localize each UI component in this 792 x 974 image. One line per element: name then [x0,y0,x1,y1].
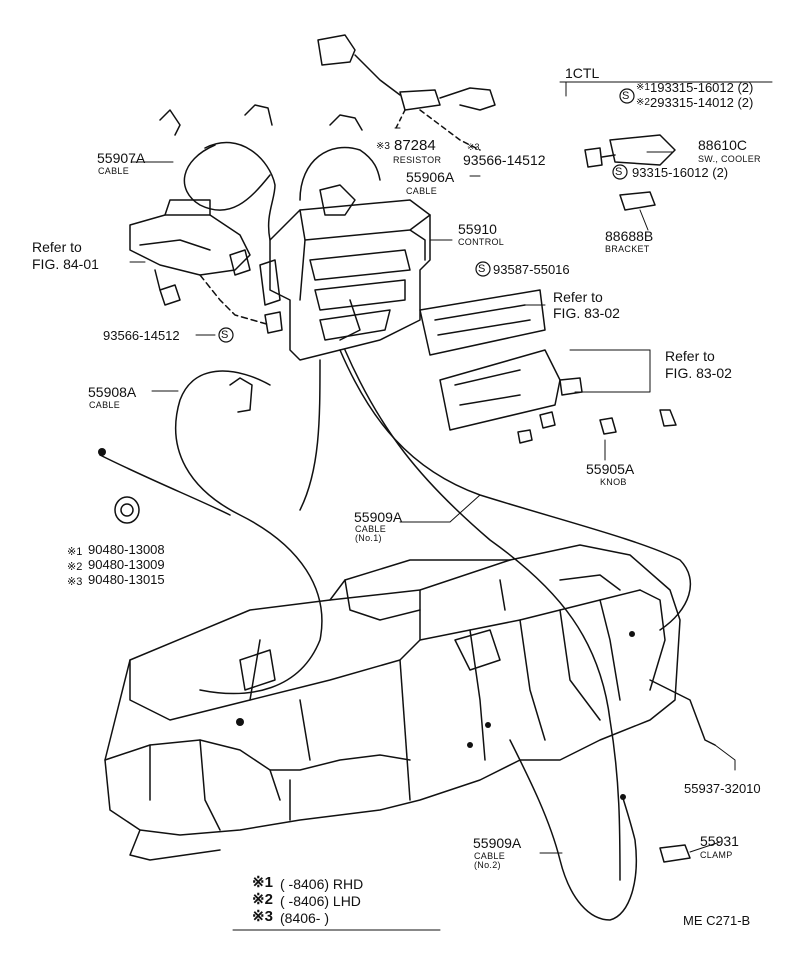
part-number-193315: 193315-16012 (2) [650,80,754,95]
part-name-87284: RESISTOR [393,155,442,165]
part-number-55909A-no2: 55909A [473,835,522,851]
legend-mark: ※2 [252,891,273,908]
legend-mark: ※1 [252,874,273,891]
reference-fig83a-line2: FIG. 83-02 [553,305,620,321]
part-number-55905A: 55905A [586,461,635,477]
part-number-93566-left: 93566-14512 [103,328,180,343]
legend-text-2: ( -8406) LHD [280,893,361,909]
cooler-switch [584,134,676,211]
part-number-88610C: 88610C [698,137,748,153]
part-number-55910: 55910 [458,221,497,237]
left-switch-assembly [129,199,271,326]
variant-mark: ※1 [67,546,83,558]
reference-fig84-line2: FIG. 84-01 [32,256,99,272]
variant-part-1: 90480-13008 [88,542,165,557]
screw-symbol: S [622,90,630,102]
screw-symbols [218,88,635,343]
part-number-55906A: 55906A [406,169,455,185]
bezel-panels [419,289,561,431]
part-name-55909A-no2: CABLE [474,851,506,861]
part-number-55931: 55931 [700,833,739,849]
part-number-93315: 93315-16012 (2) [632,165,729,180]
part-name-55908A: CABLE [89,400,121,410]
part-name-55906A: CABLE [406,186,438,196]
resistor-assembly [317,34,496,151]
variant-mark: ※3 [67,576,83,588]
part-number-93566-top: 93566-14512 [463,152,546,168]
clamp [659,844,691,863]
part-number-55937: 55937-32010 [684,781,761,796]
part-number-55907A: 55907A [97,150,146,166]
cable-clips [159,104,363,413]
reference-fig83b-line2: FIG. 83-02 [665,365,732,381]
variant-mark: ※2 [67,561,83,573]
part-name-88610C: SW., COOLER [698,154,761,164]
part-number-87284: 87284 [394,137,436,154]
figure-code: ME C271-B [683,913,751,928]
grommet [114,496,140,524]
legend-mark: ※3 [252,908,273,925]
part-name-55931: CLAMP [700,850,733,860]
cables [99,141,716,921]
reference-fig83a-line1: Refer to [553,289,603,305]
part-sub-55909A-no1: (No.1) [355,533,382,543]
variant-mark: ※2 [636,97,650,108]
control-assembly [259,184,431,361]
part-name-88688B: BRACKET [605,244,650,254]
knobs [517,377,677,444]
part-number-293315: 293315-14012 (2) [650,95,754,110]
part-number-88688B: 88688B [605,228,654,244]
part-sub-55909A-no2: (No.2) [474,860,501,870]
variant-mark: ※3 [467,142,480,152]
reference-fig84-line1: Refer to [32,239,82,255]
part-name-55907A: CABLE [98,166,130,176]
part-name-55909A-no1: CABLE [355,524,387,534]
part-number-93587: 93587-55016 [493,262,570,277]
legend-text-1: ( -8406) RHD [280,876,364,892]
part-number-55908A: 55908A [88,384,137,400]
group-header: 1CTL [565,65,600,81]
variant-part-2: 90480-13009 [88,557,165,572]
reference-fig83b-line1: Refer to [665,348,715,364]
variant-part-3: 90480-13015 [88,572,165,587]
variant-mark: ※3 [376,141,390,152]
legend-text-3: (8406- ) [280,910,330,926]
variant-mark: ※1 [636,82,650,93]
screw-symbol: S [615,166,623,178]
fasteners [98,448,635,800]
leader-lines [129,81,773,931]
screw-symbol: S [478,263,486,275]
heater-unit [104,544,681,861]
screw-symbol: S [221,329,229,341]
part-name-55910: CONTROL [458,237,505,247]
part-number-55909A-no1: 55909A [354,509,403,525]
part-name-55905A: KNOB [600,477,627,487]
